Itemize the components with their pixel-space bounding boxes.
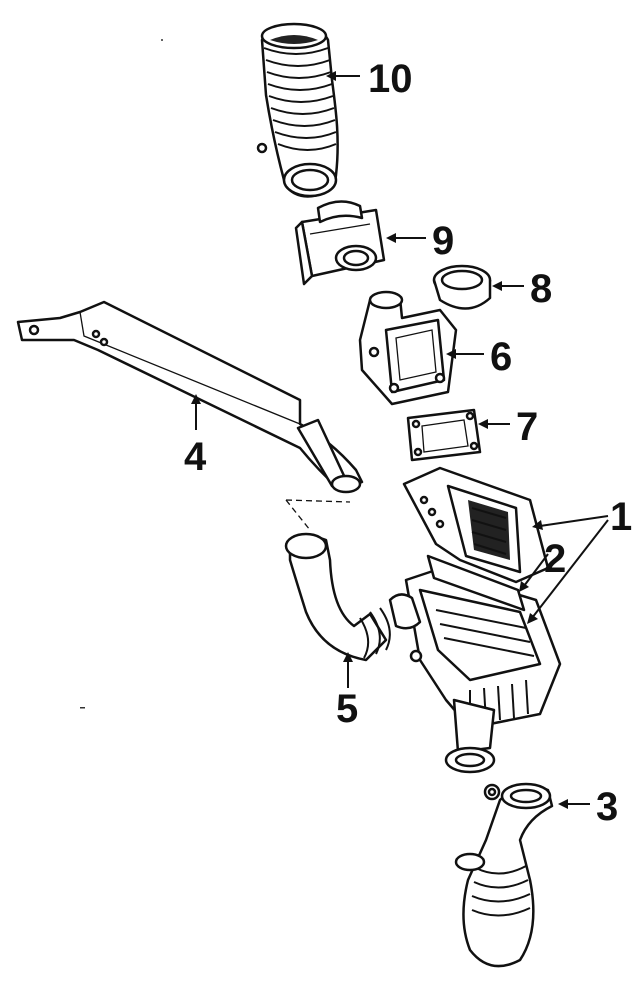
callout-5: 5 [336, 687, 358, 731]
adapter-housing-part-9 [294, 200, 386, 286]
callout-1: 1 [610, 495, 632, 539]
callout-6: 6 [490, 335, 512, 379]
filter-cover-part-1 [402, 466, 550, 612]
callout-10: 10 [368, 57, 413, 101]
intake-hose-part-10 [256, 22, 339, 198]
callout-4: 4 [184, 435, 207, 479]
elbow-hose-part-5 [284, 532, 391, 662]
leader-lines [191, 71, 609, 809]
alignment-line [285, 499, 351, 503]
air-cleaner-housing-part-2 [388, 568, 562, 774]
callout-3: 3 [596, 785, 618, 829]
lower-duct-part-3 [454, 782, 554, 968]
alignment-line [285, 499, 311, 531]
gasket-part-7 [406, 408, 482, 462]
ring-part-8 [432, 264, 492, 310]
callout-2: 2 [544, 537, 566, 581]
callout-8: 8 [530, 267, 552, 311]
callout-9: 9 [432, 219, 454, 263]
throttle-body-part-6 [358, 290, 458, 406]
callout-7: 7 [516, 405, 538, 449]
support-bracket-part-4 [16, 300, 364, 494]
speck [161, 39, 163, 41]
speck [80, 707, 85, 709]
